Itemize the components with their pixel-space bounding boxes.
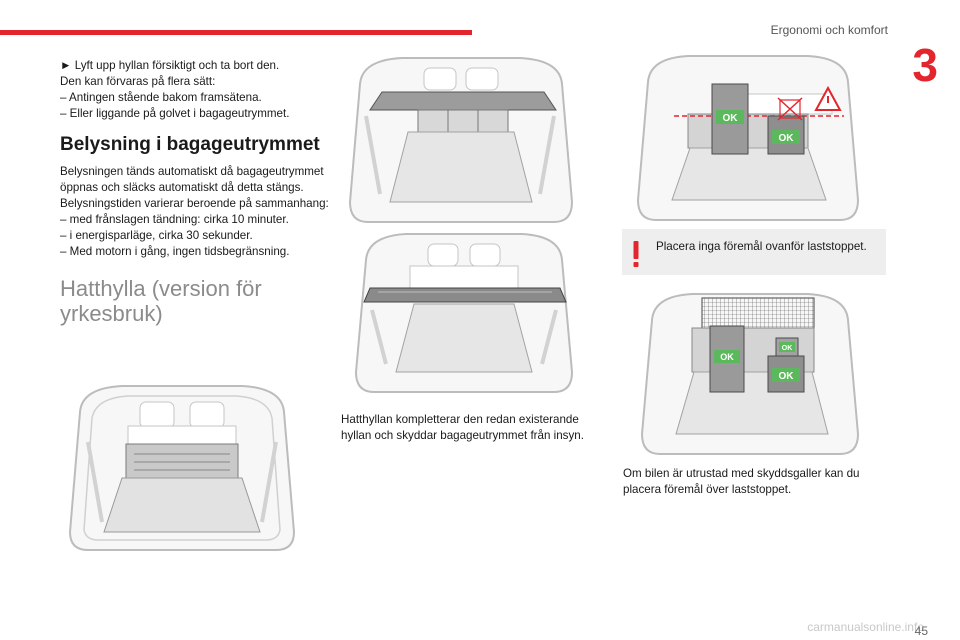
watermark: carmanualsonline.info [807,620,924,634]
intro-line: – Antingen stående bakom framsätena. [60,91,262,104]
ok-label: OK [779,133,795,144]
chapter-number: 3 [912,39,938,91]
header-accent-bar [0,30,472,35]
grille-caption: Om bilen är utrustad med skyddsgaller ka… [623,467,860,496]
cargo-floor-illustration [62,382,302,554]
lighting-paragraph: – i energisparläge, cirka 30 sekunder. [60,229,253,242]
exclamation-icon [633,241,639,267]
left-column: ► Lyft upp hyllan försiktigt och ta bort… [60,58,330,326]
intro-line: Den kan förvaras på flera sätt: [60,75,216,88]
lighting-paragraph: Belysningstiden varierar beroende på sam… [60,197,329,210]
lighting-paragraph: – Med motorn i gång, ingen tidsbegränsni… [60,245,290,258]
heading-lighting: Belysning i bagageutrymmet [60,134,320,155]
safety-grille-illustration: OK OK OK [636,290,864,458]
intro-line: – Eller liggande på golvet i bagageutrym… [60,107,290,120]
section-title: Ergonomi och komfort [770,23,888,37]
ok-label: OK [723,113,739,124]
ok-label: OK [720,352,734,362]
heading-hatshelf: Hatthylla (version för yrkesbruk) [60,276,262,326]
ok-label: OK [782,345,793,352]
warning-text: Placera inga föremål ovanför laststoppet… [656,240,867,253]
lighting-paragraph: Belysningen tänds automatiskt då bagageu… [60,165,324,194]
load-ok-illustration: OK OK [632,50,864,226]
lighting-paragraph: – med frånslagen tändning: cirka 10 minu… [60,213,289,226]
hatshelf-caption: Hatthyllan kompletterar den redan existe… [341,413,584,442]
warning-box: Placera inga föremål ovanför laststoppet… [622,229,886,275]
hatshelf-illustration-bottom [348,230,580,396]
ok-label: OK [779,371,795,382]
hatshelf-illustration-top [342,52,580,228]
intro-line: ► Lyft upp hyllan försiktigt och ta bort… [60,59,280,72]
page-number: 45 [914,624,928,638]
